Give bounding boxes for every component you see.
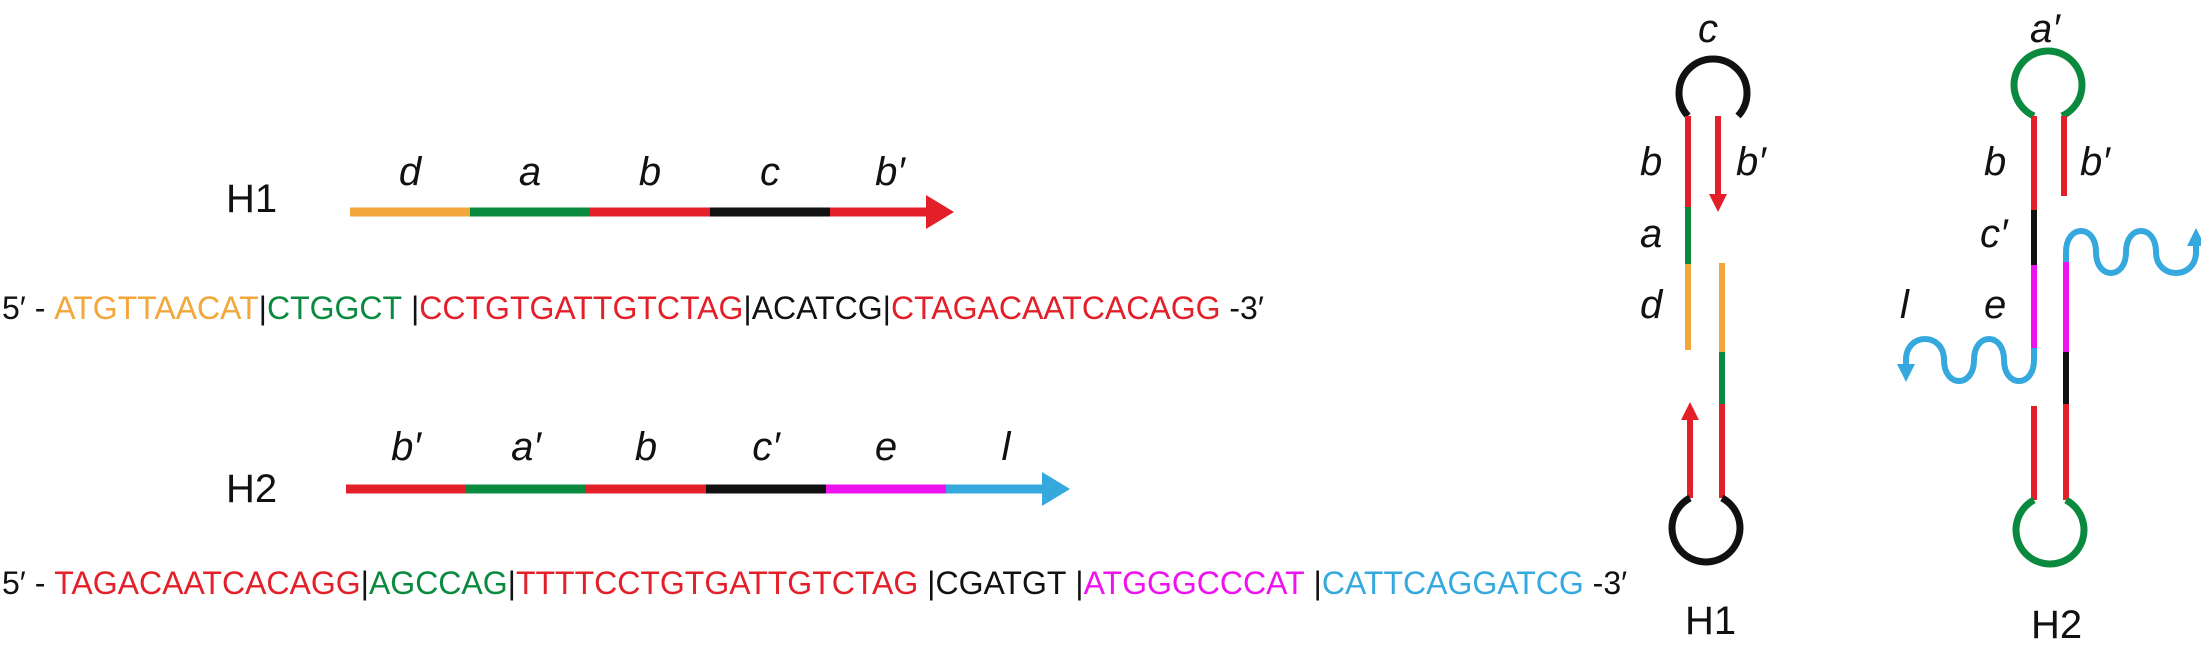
h1-sequence-part-8: -3′	[1221, 290, 1264, 326]
hairpin-h1: c b a d b′ H1	[1640, 7, 1767, 643]
h2-segment-label-5: l	[1002, 425, 1012, 469]
h2-segment-labels: b′ a′ b c′ e l	[391, 425, 1011, 469]
h1-bottom-loop	[1668, 494, 1744, 566]
h2-sequence-part-10: -3′	[1584, 565, 1627, 601]
h1-sequence-part-5: CCTGTGATTGTCTAG	[419, 290, 743, 326]
h2-sequence-part-3: AGCCAG	[369, 565, 508, 601]
h2-segment-label-0: b′	[391, 425, 422, 469]
h1-sequence-part-4: |	[411, 290, 419, 326]
h2-wave-right-arrowhead	[2187, 228, 2201, 246]
h1-sequence-part-7: CTAGACAATCACAGG	[891, 290, 1221, 326]
h1-sequence-part-0: 5′ -	[2, 290, 54, 326]
h2-wave-left-arrowhead	[1897, 364, 1915, 382]
h2-segment-label-2: b	[635, 425, 657, 469]
h2-left-label-e: e	[1984, 283, 2006, 327]
h2-sequence-part-2: |	[361, 565, 369, 601]
h1-sequence-part-3: CTGGCT	[267, 290, 411, 326]
h2-segment-label-4: e	[875, 425, 897, 469]
h2-right-label-bprime: b′	[2080, 140, 2111, 184]
h1-segment-label-0: d	[399, 150, 423, 194]
h2-sequence-part-4: |	[508, 565, 516, 601]
h1-left-label-d: d	[1640, 283, 1664, 327]
h2-sequence-part-9: CATTCAGGATCG	[1322, 565, 1584, 601]
h1-strand-bar	[350, 195, 954, 229]
h2-wave-l-right	[2063, 228, 2199, 276]
h2-left-label-cprime: c′	[1980, 212, 2009, 256]
h1-arrowhead-up	[1681, 402, 1699, 420]
h2-wave-l-left	[1903, 336, 2037, 384]
h2-sequence-part-6: |CGATGT |	[918, 565, 1083, 601]
h1-hairpin-name: H1	[1685, 599, 1736, 643]
h1-segment-label-2: b	[639, 150, 661, 194]
h1-arrowhead-down	[1709, 194, 1727, 212]
h1-segment-label-4: b′	[875, 150, 906, 194]
h1-loop-label: c	[1698, 7, 1718, 51]
h1-left-label-b: b	[1640, 140, 1662, 184]
h2-hairpin-name: H2	[2031, 603, 2082, 647]
h2-bottom-loop	[2012, 496, 2088, 568]
h2-sequence-part-5: TTTTCCTGTGATTGTCTAG	[516, 565, 918, 601]
h1-segment-label-1: a	[519, 150, 541, 194]
h1-right-label-bprime: b′	[1736, 140, 1767, 184]
h1-sequence: 5′ - ATGTTAACAT|CTGGCT |CCTGTGATTGTCTAG|…	[2, 290, 1264, 326]
h1-segment-labels: d a b c b′	[399, 150, 906, 194]
hairpin-h2: a′ b c′ e l b′ H2	[1897, 7, 2201, 647]
h1-segment-label-3: c	[760, 150, 780, 194]
h1-left-label-a: a	[1640, 212, 1662, 256]
h2-strand-arrowhead	[1042, 472, 1070, 506]
h2-segment-label-1: a′	[511, 425, 542, 469]
h1-sequence-part-2: |	[259, 290, 267, 326]
h2-sequence-part-8: |	[1305, 565, 1322, 601]
h2-left-label-b: b	[1984, 140, 2006, 184]
h2-strand-name: H2	[226, 467, 277, 511]
h2-loop-aprime	[2010, 47, 2086, 120]
h1-strand-name: H1	[226, 177, 277, 221]
h2-sequence: 5′ - TAGACAATCACAGG|AGCCAG|TTTTCCTGTGATT…	[2, 565, 1627, 601]
h1-sequence-part-1: ATGTTAACAT	[54, 290, 258, 326]
h1-sequence-part-6: |ACATCG|	[743, 290, 891, 326]
h2-loop-label: a′	[2030, 7, 2061, 51]
h1-strand-diagram: H1 d a b c b′	[226, 150, 954, 229]
h2-sequence-part-1: TAGACAATCACAGG	[54, 565, 360, 601]
h2-strand-diagram: H2 b′ a′ b c′ e l	[226, 425, 1070, 511]
h2-sequence-part-7: ATGGGCCCAT	[1084, 565, 1305, 601]
h1-strand-arrowhead	[926, 195, 954, 229]
h1-loop-c	[1675, 55, 1751, 119]
h2-strand-bar	[346, 472, 1070, 506]
h2-segment-label-3: c′	[752, 425, 781, 469]
h2-sequence-part-0: 5′ -	[2, 565, 54, 601]
h2-left-label-l: l	[1900, 283, 1910, 327]
